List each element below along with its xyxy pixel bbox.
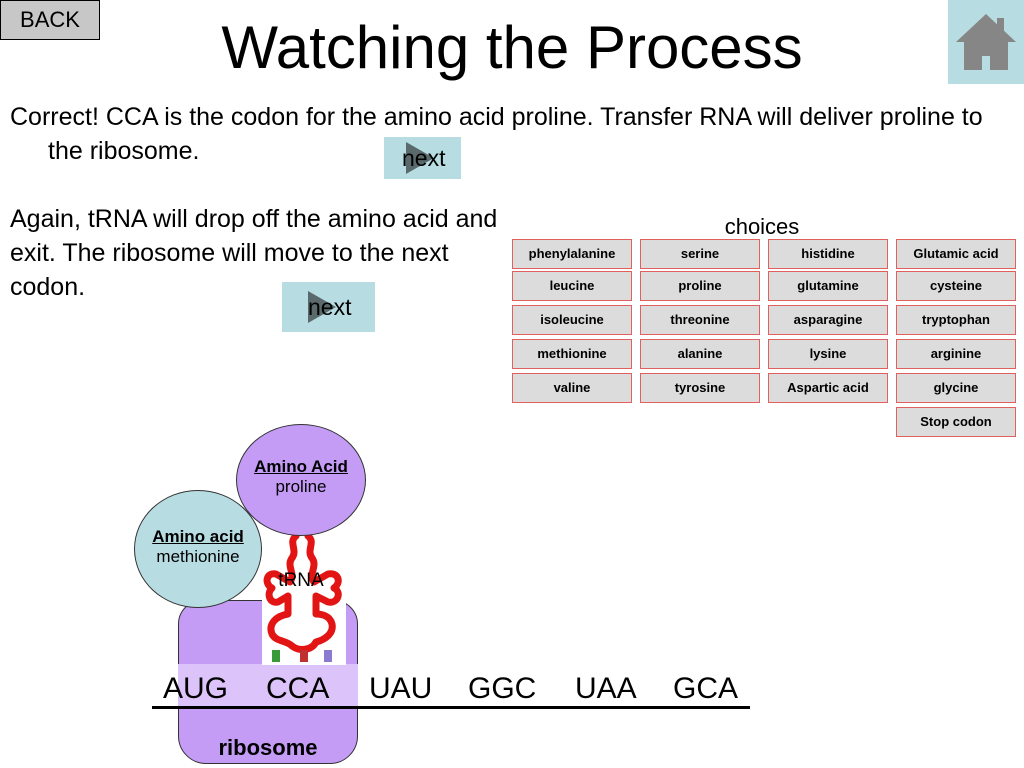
amino-acid-proline-bubble: Amino Acid proline (236, 424, 366, 536)
choice-alanine[interactable]: alanine (640, 339, 760, 369)
choices-label: choices (724, 214, 800, 239)
codon-4: GGC (468, 672, 537, 705)
choice-proline[interactable]: proline (640, 271, 760, 301)
choice-threonine[interactable]: threonine (640, 305, 760, 335)
next-button-explanation[interactable]: next (282, 282, 375, 332)
next-label: next (402, 145, 446, 171)
next-button-feedback[interactable]: next (384, 137, 461, 179)
choice-arginine[interactable]: arginine (896, 339, 1016, 369)
trna-molecule (262, 530, 346, 665)
feedback-text: Correct! CCA is the codon for the amino … (10, 103, 983, 165)
ribosome-reading-window (178, 664, 358, 708)
choice-glutamine[interactable]: glutamine (768, 271, 888, 301)
choice-lysine[interactable]: lysine (768, 339, 888, 369)
choice-methionine[interactable]: methionine (512, 339, 632, 369)
choice-valine[interactable]: valine (512, 373, 632, 403)
ribosome-small-subunit (178, 708, 358, 764)
mrna-strand (152, 706, 750, 709)
codon-1: AUG (163, 672, 229, 705)
amino-acid-name: methionine (156, 547, 240, 566)
trna-shape (263, 532, 342, 662)
amino-acid-heading: Amino acid (152, 527, 244, 546)
choice-asparagine[interactable]: asparagine (768, 305, 888, 335)
choice-tryptophan[interactable]: tryptophan (896, 305, 1016, 335)
codon-6: GCA (673, 672, 739, 705)
codon-3: UAU (369, 672, 433, 705)
amino-acid-heading: Amino Acid (254, 457, 348, 476)
choice-histidine[interactable]: histidine (768, 239, 888, 269)
next-label: next (308, 294, 352, 320)
choice-phenylalanine[interactable]: phenylalanine (512, 239, 632, 269)
codon-5: UAA (575, 672, 637, 705)
choice-aspartic-acid[interactable]: Aspartic acid (768, 373, 888, 403)
choice-serine[interactable]: serine (640, 239, 760, 269)
amino-acid-name: proline (275, 477, 327, 496)
trna-label: tRNA (278, 570, 324, 591)
choice-glutamic-acid[interactable]: Glutamic acid (896, 239, 1016, 269)
ribosome-label: ribosome (218, 735, 318, 760)
back-button[interactable]: BACK (0, 0, 100, 40)
home-button[interactable] (948, 0, 1024, 84)
choice-leucine[interactable]: leucine (512, 271, 632, 301)
page-title: Watching the Process (221, 14, 803, 81)
choice-cysteine[interactable]: cysteine (896, 271, 1016, 301)
explanation-text: Again, tRNA will drop off the amino acid… (10, 205, 498, 301)
amino-acid-methionine-bubble: Amino acid methionine (134, 490, 262, 608)
choice-tyrosine[interactable]: tyrosine (640, 373, 760, 403)
choice-glycine[interactable]: glycine (896, 373, 1016, 403)
play-icon (406, 142, 434, 174)
choice-stop-codon[interactable]: Stop codon (896, 407, 1016, 437)
choice-isoleucine[interactable]: isoleucine (512, 305, 632, 335)
play-icon (308, 291, 336, 323)
house-icon (956, 14, 1016, 70)
codon-2: CCA (266, 672, 330, 705)
